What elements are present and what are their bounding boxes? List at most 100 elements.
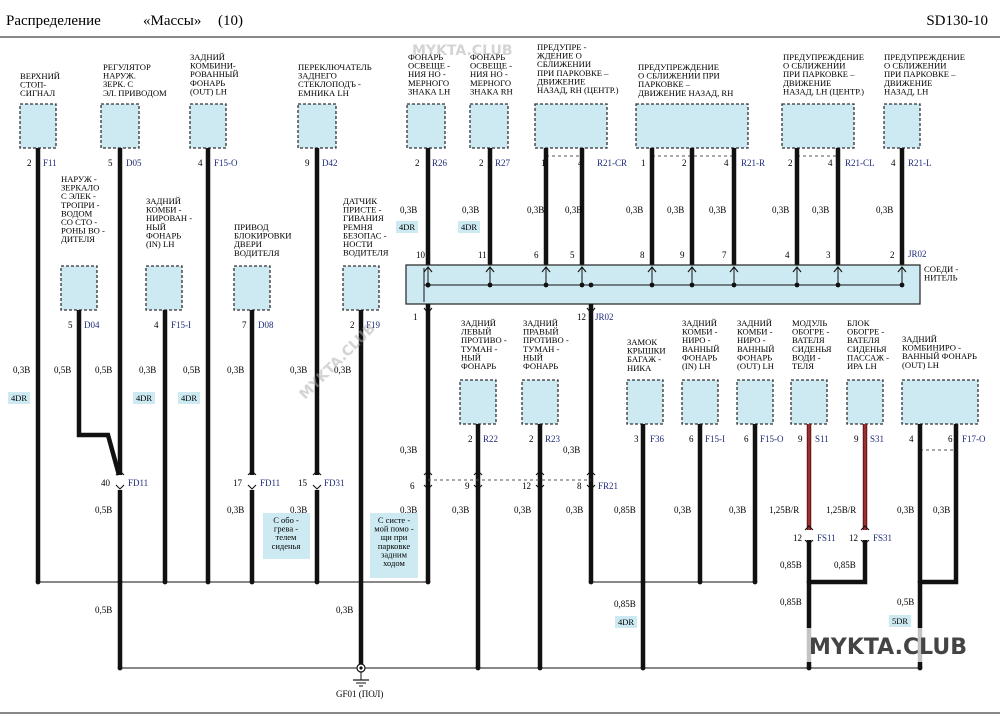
r21cr-wire1: 0,3B xyxy=(527,205,544,215)
inline-connector-arrow xyxy=(860,525,870,531)
s11-wire: 1,25B/R xyxy=(769,505,799,515)
fd11-code-b: FD11 xyxy=(260,478,280,488)
jr02-pin-12: 12 xyxy=(577,312,586,322)
fd31-wire: 0,3B xyxy=(290,505,307,515)
r21l-pin: 4 xyxy=(891,158,896,168)
f15o-tag: 4DR xyxy=(181,393,197,403)
f15i-code: F15-I xyxy=(171,320,191,330)
bus-splice-dot xyxy=(537,665,543,671)
d42-code: D42 xyxy=(322,158,338,168)
f17o-tag: 5DR xyxy=(892,616,908,626)
r21cr-pin1: 1 xyxy=(541,158,546,168)
r21r-wire1: 0,3B xyxy=(626,205,643,215)
jr02-pin-9: 9 xyxy=(680,250,685,260)
f15o-wire: 0,5B xyxy=(183,365,200,375)
inline-connector-arrow xyxy=(535,484,545,490)
d04-wire: 0,5B xyxy=(54,365,71,375)
fs31-code: FS31 xyxy=(873,533,892,543)
connector-fd11: 40 FD11 17 FD11 0,5B 0,3B 0,5B xyxy=(95,478,280,668)
r23-code: R23 xyxy=(545,434,561,444)
jr02-dot xyxy=(689,282,695,288)
r21r-pin1: 1 xyxy=(641,158,646,168)
f11-code: F11 xyxy=(43,158,57,168)
r27-pin: 2 xyxy=(479,158,484,168)
f15o2-code: F15-O xyxy=(760,434,784,444)
fd31-pin: 15 xyxy=(298,478,308,488)
r21r-pin4: 4 xyxy=(724,158,729,168)
inline-connector-arrow xyxy=(312,470,322,476)
header-title: Распределение xyxy=(6,13,101,29)
bus-splice-dot xyxy=(117,665,123,671)
jr02-pin-3: 3 xyxy=(826,250,831,260)
d05-code: D05 xyxy=(126,158,142,168)
r23-pin: 2 xyxy=(529,434,534,444)
inline-connector-arrow xyxy=(535,470,545,476)
watermark-diagonal: MYKTA.CLUB xyxy=(297,320,379,402)
jr02-dot xyxy=(543,282,549,288)
header-code: SD130-10 xyxy=(926,13,988,29)
inline-connector-arrow xyxy=(247,484,257,490)
d42-pin: 9 xyxy=(305,158,310,168)
inline-connector-arrow xyxy=(586,470,596,476)
jr02-label: СОЕДИ -НИТЕЛЬ xyxy=(924,264,958,283)
f36-pin: 3 xyxy=(634,434,639,444)
r21l-wire: 0,3B xyxy=(876,205,893,215)
fs11-pin: 12 xyxy=(793,533,802,543)
jr02-dot xyxy=(731,282,737,288)
main-wire-lower: 0,5B xyxy=(95,605,112,615)
watermark-top: MYKTA.CLUB xyxy=(412,43,513,59)
d42-wire: 0,3B xyxy=(290,365,307,375)
fs31-wire: 0,85B xyxy=(834,560,856,570)
fd11-code-a: FD11 xyxy=(128,478,148,488)
connector-fd31: 15 FD31 0,3B xyxy=(290,478,345,582)
r22-wire: 0,3B xyxy=(452,505,469,515)
fr21-wire-6-lower: 0,3B xyxy=(400,505,417,515)
s31-wire: 1,25B/R xyxy=(826,505,856,515)
f15i2-wire: 0,3B xyxy=(674,505,691,515)
r21r-wire2: 0,3B xyxy=(667,205,684,215)
r21cl-wire2: 0,3B xyxy=(812,205,829,215)
f36-tag: 4DR xyxy=(618,617,634,627)
bus-splice-dot xyxy=(806,579,812,585)
s31-code: S31 xyxy=(870,434,884,444)
d08-code: D08 xyxy=(258,320,274,330)
bus-splice-dot xyxy=(752,579,758,585)
d08-pin: 7 xyxy=(242,320,247,330)
header-section: «Массы» xyxy=(143,13,201,29)
f17o-pin4: 4 xyxy=(909,434,914,444)
f11-tag: 4DR xyxy=(11,393,27,403)
inline-connector-arrow xyxy=(423,470,433,476)
f15i2-code: F15-I xyxy=(705,434,725,444)
f15i-tag: 4DR xyxy=(136,393,152,403)
r21l-code: R21-L xyxy=(908,158,932,168)
f15o2-pin: 6 xyxy=(744,434,749,444)
f17o-wire1: 0,3B xyxy=(897,505,914,515)
fr21-wire-8-lower: 0,3B xyxy=(566,505,583,515)
f11-wire: 0,3B xyxy=(13,365,30,375)
f36-code: F36 xyxy=(650,434,665,444)
fd11-wire: 0,5B xyxy=(95,505,112,515)
jr02-dot xyxy=(835,282,841,288)
f17o-pin6: 6 xyxy=(948,434,953,444)
jr02-pin-8: 8 xyxy=(640,250,645,260)
r26-code: R26 xyxy=(432,158,448,168)
